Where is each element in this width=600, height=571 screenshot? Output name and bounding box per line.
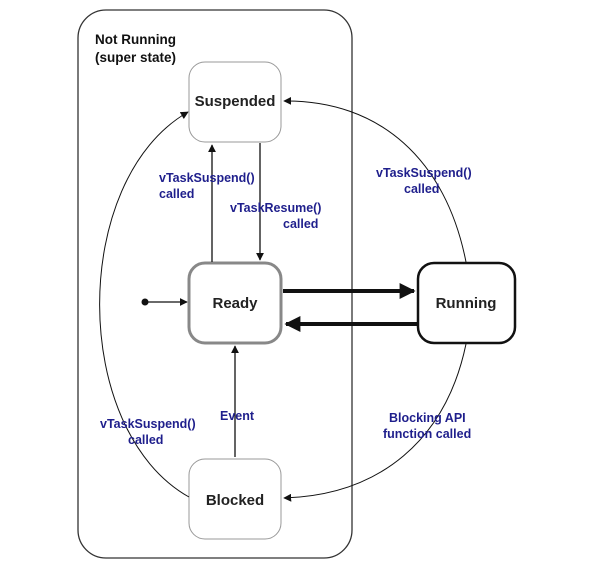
state-running [416, 261, 517, 345]
label-ready-to-suspended-line1: vTaskSuspend() [159, 171, 255, 185]
state-suspended-label: Suspended [195, 93, 276, 110]
label-suspended-to-ready-line1: vTaskResume() [230, 201, 321, 215]
state-blocked-label: Blocked [206, 492, 264, 509]
arrow-blocked-to-suspended [99, 111, 190, 498]
state-running-label: Running [436, 295, 497, 312]
label-running-to-blocked-line1: Blocking API [389, 411, 466, 425]
label-blocked-to-ready: Event [220, 409, 255, 423]
label-running-to-suspended-line1: vTaskSuspend() [376, 166, 472, 180]
arrow-running-to-suspended [283, 96, 467, 263]
label-ready-to-suspended-line2: called [159, 187, 194, 201]
arrow-running-to-blocked [283, 343, 467, 502]
label-suspended-to-ready-line2: called [283, 217, 318, 231]
initial-state-dot [141, 298, 149, 306]
label-running-to-suspended-line2: called [404, 182, 439, 196]
state-blocked [188, 458, 282, 540]
state-ready-label: Ready [212, 295, 258, 312]
superstate-box [77, 9, 353, 559]
label-blocked-to-suspended-line1: vTaskSuspend() [100, 417, 196, 431]
superstate-title: Not Running [95, 32, 176, 47]
label-running-to-blocked-line2: function called [383, 427, 471, 441]
state-suspended [188, 61, 282, 143]
label-blocked-to-suspended-line2: called [128, 433, 163, 447]
state-ready [187, 261, 283, 345]
superstate-subtitle: (super state) [95, 50, 176, 65]
